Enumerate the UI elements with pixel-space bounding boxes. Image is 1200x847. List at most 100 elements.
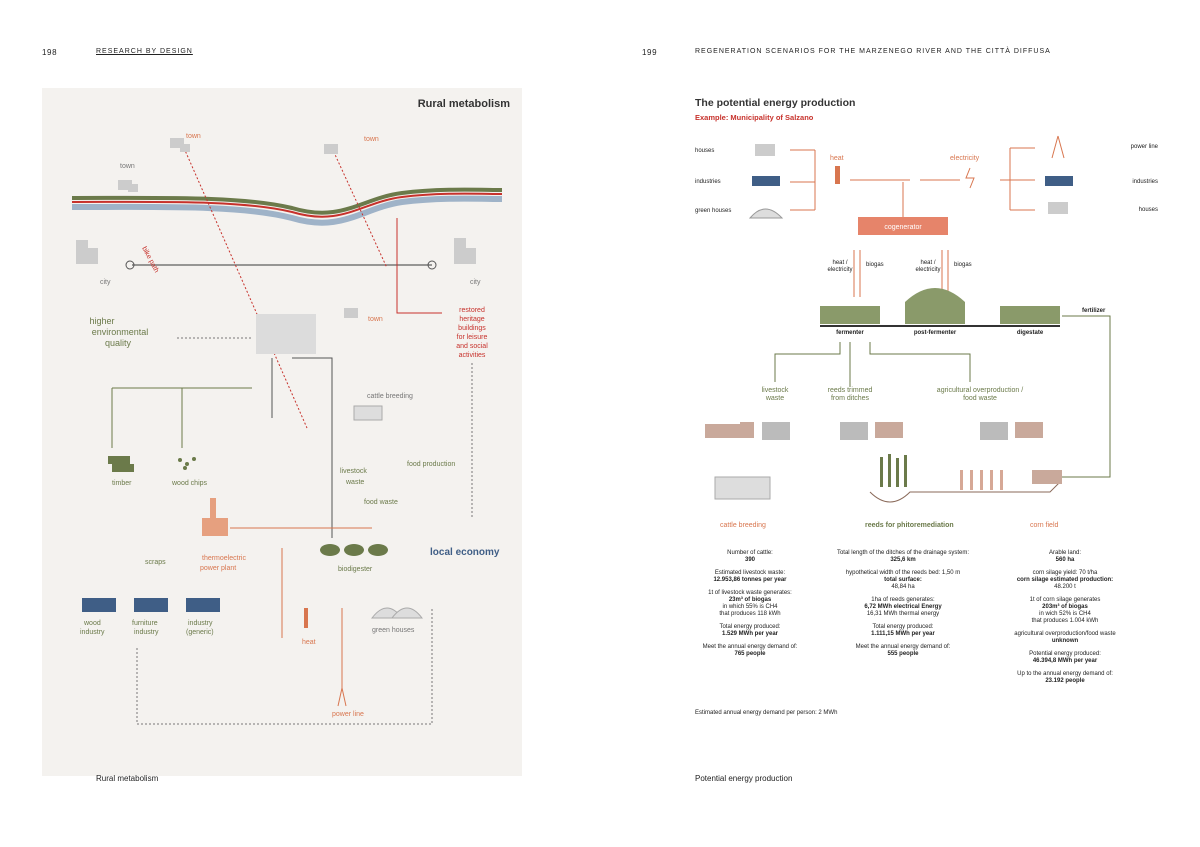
digestate-tank [1000,306,1060,324]
higher-quality-label: higher [89,316,114,326]
page-number: 199 [642,48,658,57]
stat-line: unknown [1052,638,1079,644]
power-plant-icon [202,498,228,536]
stat-line: 1ha of reeds generates: [871,597,935,603]
use-label: houses [1139,207,1158,213]
stat-line: 48,84 ha [891,584,915,590]
food-production-label: food production [407,461,455,468]
arrow [396,218,442,314]
container-icon [840,422,868,440]
energy-production-diagram: The potential energy production Example:… [695,97,1159,716]
heat-electricity-label: electricity [827,267,852,273]
use-label: industries [695,179,721,185]
red-band [71,192,503,218]
town-icon [344,308,358,318]
tractor-icon [1015,422,1043,438]
rail-node [427,260,437,270]
stat-line: 6,72 MWh electrical Energy [864,604,942,610]
stat-line: 1.529 MWh per year [722,631,779,637]
town-label: town [368,316,383,323]
industry-generic-label: (generic) [186,629,214,636]
running-head: REGENERATION SCENARIOS FOR THE MARZENEGO… [695,48,1051,55]
timber-icon [108,456,134,472]
stat-line: Up to the annual energy demand of: [1017,671,1113,677]
stat-line: in which 55% is CH4 [722,604,778,610]
grey-arrows [271,357,333,538]
stat-line: agricultural overproduction/food waste [1014,631,1116,637]
furniture-industry-label: industry [134,629,159,636]
stat-line: Total energy produced: [719,624,780,630]
river-band [71,195,503,226]
tractor-icon [875,422,903,438]
industry-icon [1045,176,1073,186]
rural-metabolism-figure: Rural metabolism bike path town town tow… [42,88,522,776]
tractor-icon [1032,470,1062,484]
figure-caption: Rural metabolism [96,774,159,783]
stat-line: 12.953,86 tonnes per year [713,577,787,583]
reeds-trimmed-label: from ditches [831,395,870,402]
stat-line: 560 ha [1056,557,1075,563]
right-page: 199 REGENERATION SCENARIOS FOR THE MARZE… [600,0,1200,847]
orange-arrows [230,527,372,638]
post-fermenter-label: post-fermenter [914,330,957,336]
stat-line: corn silage yield: 70 t/ha [1033,570,1098,576]
heat-electricity-label: heat / [832,260,847,266]
wood-chips-icon [178,457,196,470]
electricity-label: electricity [950,155,980,162]
house-icon [1048,202,1068,214]
figure-caption: Potential energy production [695,774,793,783]
heat-label: heat [830,155,844,162]
fertilizer-arrow [1060,315,1111,478]
stat-line: 325,6 km [890,557,915,563]
stat-line: Estimated livestock waste: [715,570,786,576]
page-number: 198 [42,48,58,57]
greenhouse-icon [748,208,784,219]
industry-icon [186,598,220,612]
stat-line: hypothetical width of the reeds bed: 1,5… [846,570,960,576]
green-band [71,187,503,215]
furniture-industry-label: furniture [132,620,158,627]
house-icon [755,144,775,156]
timber-label: timber [112,480,132,487]
heat-arrows [790,149,910,211]
fertilizer-label: fertilizer [1082,308,1106,314]
reeds-icon [880,454,907,487]
stat-line: that produces 1.004 kWh [1032,618,1099,624]
stat-line: 48.200 t [1054,584,1076,590]
post-fermenter-tank [905,288,965,324]
rural-metabolism-diagram: Rural metabolism bike path town town tow… [71,98,510,725]
tractor-icon [705,422,754,438]
pylon-icon [1051,135,1065,159]
stat-line: that produces 118 kWh [719,611,780,617]
stat-line: in wich 52% is CH4 [1039,611,1091,617]
restored-label: activities [459,352,486,359]
fermenter-label: fermenter [836,330,864,336]
thermometer-icon [304,608,308,628]
green-houses-label: green houses [372,627,415,634]
higher-quality-label: environmental [92,327,149,337]
corn-heading: corn field [1030,522,1059,529]
higher-quality-label: quality [105,338,132,348]
city-label: city [470,279,481,286]
stat-line: 23.192 people [1045,678,1085,684]
ditch-profile [869,481,1061,503]
power-line-label: power line [332,711,364,718]
greenhouse-icon [370,607,424,619]
thermoelectric-label: power plant [200,565,236,572]
town-label: town [120,163,135,170]
cattle-heading: cattle breeding [720,522,766,529]
agri-overproduction-label: food waste [963,395,997,402]
reeds-trimmed-label: reeds trimmed [828,387,873,394]
container-icon [980,422,1008,440]
scraps-label: scraps [145,559,166,566]
stat-line: total surface: [884,577,922,583]
reeds-heading: reeds for phitoremediation [865,522,954,529]
stat-line: Total length of the ditches of the drain… [837,550,969,556]
city-icon [76,240,98,264]
stat-line: 555 people [887,651,919,657]
diagram-title: The potential energy production [695,97,855,109]
stat-line: Potential energy produced: [1029,651,1101,657]
bolt-icon [965,167,975,189]
stat-line: 1t of livestock waste generates: [708,590,792,596]
heat-label: heat [302,639,316,646]
